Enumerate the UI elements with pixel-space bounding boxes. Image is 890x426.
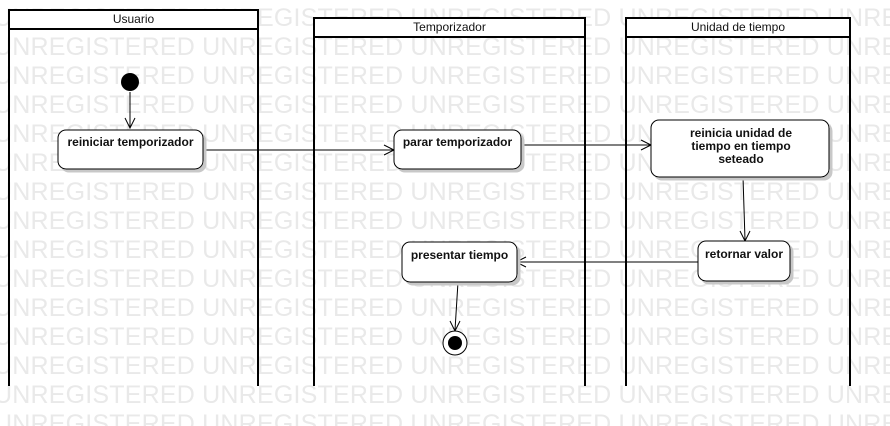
swimlane-usuario bbox=[8, 9, 259, 386]
swimlane-unidad-de-tiempo bbox=[625, 17, 851, 386]
swimlane-temporizador bbox=[313, 17, 586, 386]
action-box-reiniciar bbox=[57, 129, 204, 170]
action-box-reinicia-unidad bbox=[650, 119, 830, 178]
arrow-reinicia-to-retornar bbox=[742, 176, 746, 241]
action-label-reinicia-unidad: reinicia unidad de tiempo en tiempo sete… bbox=[689, 126, 793, 166]
arrow-presentar-to-final bbox=[454, 281, 459, 331]
lane-title-temporizador: Temporizador bbox=[413, 20, 486, 34]
action-box-presentar bbox=[401, 241, 518, 283]
final-node bbox=[442, 330, 468, 356]
action-box-parar bbox=[393, 129, 522, 170]
lane-title-usuario: Usuario bbox=[112, 12, 155, 26]
arrowhead bbox=[124, 117, 136, 130]
action-label-parar: parar temporizador bbox=[402, 135, 513, 149]
action-box-retornar bbox=[697, 240, 791, 282]
action-label-retornar: retornar valor bbox=[704, 247, 784, 261]
action-label-reiniciar: reiniciar temporizador bbox=[67, 135, 194, 149]
lane-title-unidad-de-tiempo: Unidad de tiempo bbox=[690, 20, 786, 34]
initial-node bbox=[121, 73, 139, 91]
action-label-presentar: presentar tiempo bbox=[410, 248, 509, 262]
